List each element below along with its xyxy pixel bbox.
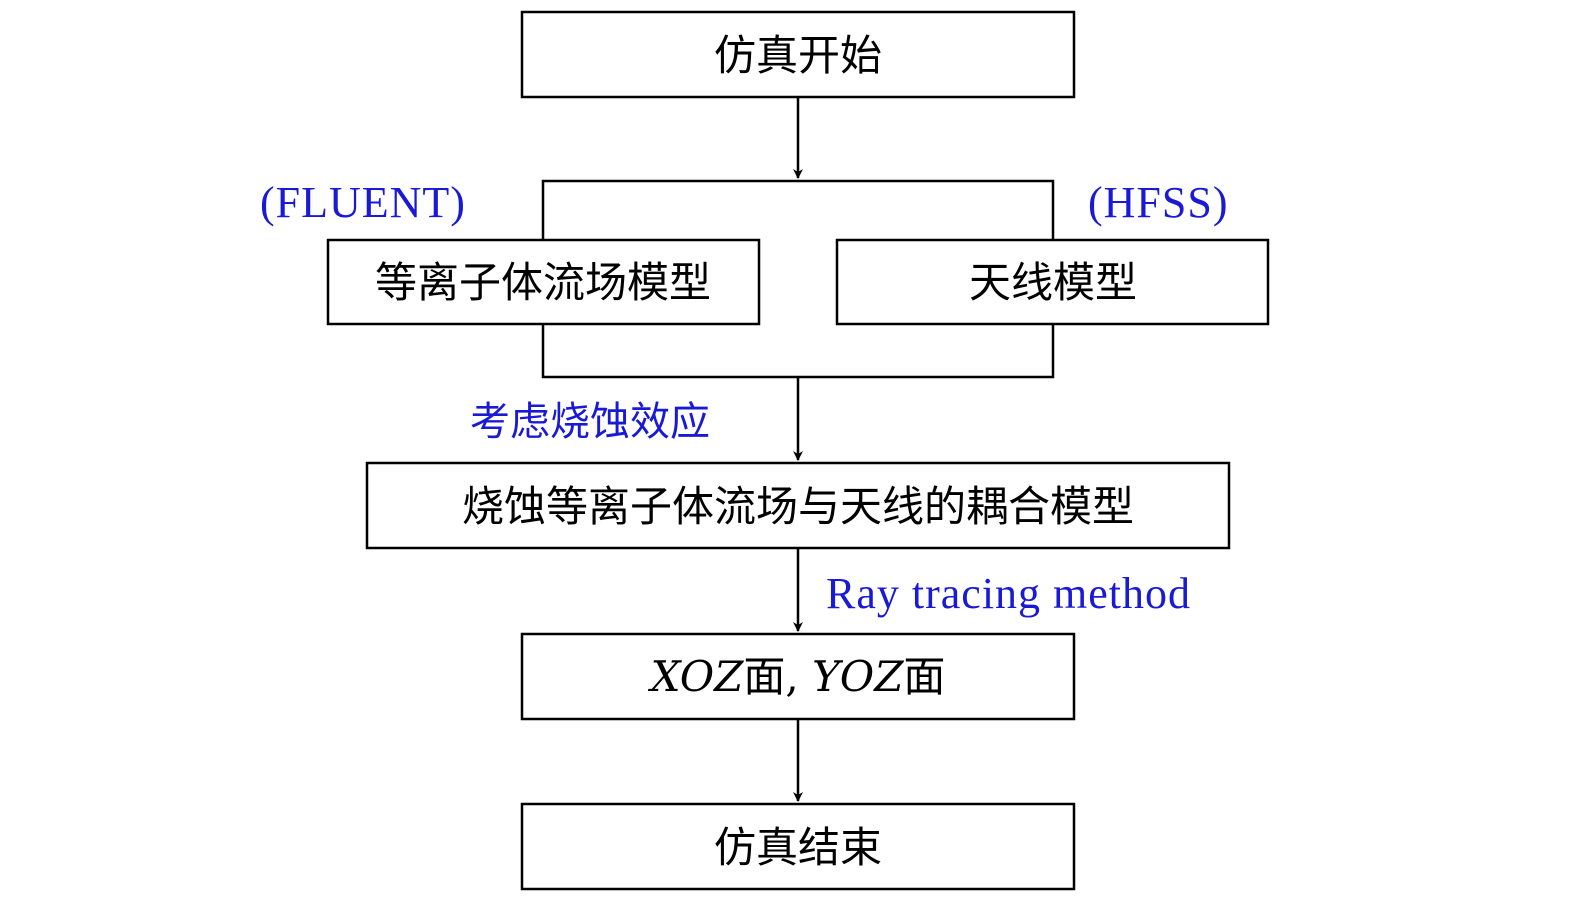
node-planes-label: XOZ面, YOZ面 — [648, 652, 946, 701]
merge-bracket — [541, 324, 1055, 379]
xoz-variable: XOZ — [648, 652, 745, 701]
node-end-label: 仿真结束 — [714, 823, 882, 872]
node-coupled-model-box — [365, 461, 1231, 550]
annotation-fluent: (FLUENT) — [260, 178, 466, 227]
node-antenna-model-label: 天线模型 — [969, 258, 1137, 307]
node-coupled-model: 烧蚀等离子体流场与天线的耦合模型 — [365, 461, 1231, 550]
xoz-suffix: 面, — [743, 652, 812, 701]
node-coupled-model-label: 烧蚀等离子体流场与天线的耦合模型 — [462, 482, 1134, 531]
node-end-box — [520, 802, 1076, 891]
node-antenna-model: 天线模型 — [835, 238, 1270, 326]
node-start-box — [520, 10, 1076, 99]
annotation-ablation: 考虑烧蚀效应 — [470, 399, 710, 445]
split-bracket — [541, 179, 1055, 240]
yoz-suffix: 面 — [903, 652, 945, 701]
node-start: 仿真开始 — [520, 10, 1076, 99]
node-planes: XOZ面, YOZ面 — [520, 632, 1076, 721]
annotation-hfss: (HFSS) — [1088, 178, 1229, 227]
node-plasma-model-label: 等离子体流场模型 — [375, 258, 711, 307]
node-plasma-model: 等离子体流场模型 — [326, 238, 761, 326]
annotation-ray-tracing: Ray tracing method — [826, 569, 1191, 618]
node-plasma-model-box — [326, 238, 761, 326]
yoz-variable: YOZ — [812, 652, 904, 701]
node-start-label: 仿真开始 — [714, 31, 882, 80]
node-end: 仿真结束 — [520, 802, 1076, 891]
